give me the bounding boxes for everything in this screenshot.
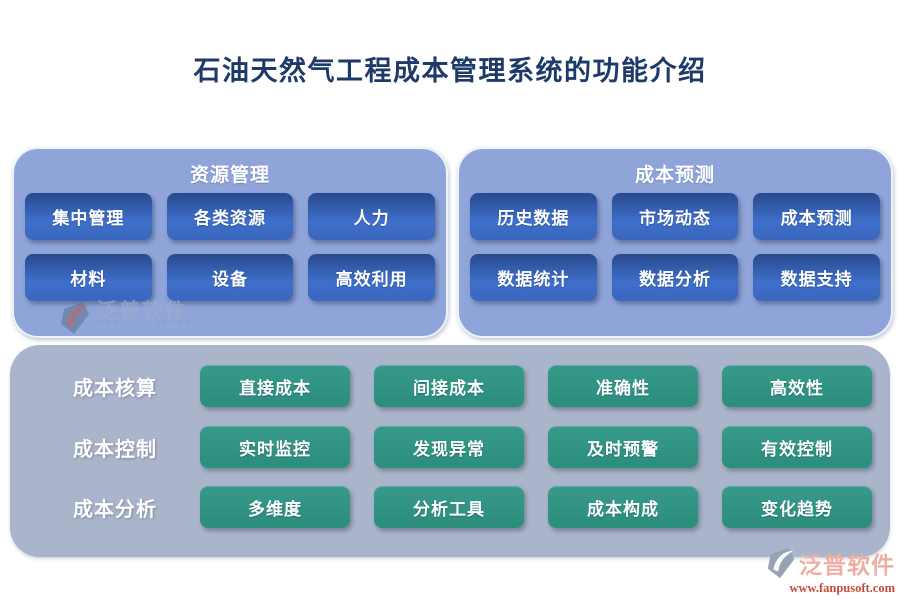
feature-box-manpower: 人力 bbox=[308, 193, 435, 240]
feature-box-efficient-use: 高效利用 bbox=[308, 254, 435, 301]
feature-box-direct-cost: 直接成本 bbox=[200, 365, 350, 407]
row-label-cost-control: 成本控制 bbox=[73, 438, 157, 461]
feature-box-market-trends: 市场动态 bbox=[611, 193, 739, 240]
page-title: 石油天然气工程成本管理系统的功能介绍 bbox=[193, 56, 707, 86]
fanpu-watermark-row: 泛普软件 bbox=[745, 546, 895, 580]
feature-box-efficiency: 高效性 bbox=[722, 365, 872, 407]
feature-box-cost-forecast: 成本预测 bbox=[753, 193, 880, 240]
feature-box-resource-types: 各类资源 bbox=[166, 193, 294, 240]
feature-box-data-statistics: 数据统计 bbox=[470, 254, 597, 301]
fanpu-watermark-corner: 泛普软件 www.fanpusoft.com bbox=[745, 546, 895, 596]
feature-box-cost-composition: 成本构成 bbox=[548, 486, 698, 528]
feature-box-historical-data: 历史数据 bbox=[470, 193, 597, 240]
fanpu-watermark-text: 泛普软件 FANPU SOFTWARE bbox=[96, 300, 196, 331]
panel-cost-forecast: 成本预测 历史数据 市场动态 成本预测 数据统计 数据分析 数据支持 bbox=[457, 147, 893, 338]
row-label-cost-analysis: 成本分析 bbox=[73, 498, 157, 521]
resource-button-grid: 集中管理 各类资源 人力 材料 设备 高效利用 bbox=[25, 193, 435, 301]
feature-box-data-analysis: 数据分析 bbox=[611, 254, 739, 301]
panel-resource-management: 资源管理 集中管理 各类资源 人力 材料 设备 高效利用 泛普软件 FANPU … bbox=[12, 147, 448, 338]
panel-cost-matrix: 成本核算 直接成本 间接成本 准确性 高效性 成本控制 实时监控 发现异常 及时… bbox=[10, 345, 890, 557]
panel-forecast-title: 成本预测 bbox=[634, 165, 715, 186]
matrix-row-cost-analysis: 成本分析 多维度 分析工具 成本构成 变化趋势 bbox=[10, 486, 872, 528]
panel-resource-title: 资源管理 bbox=[189, 165, 270, 186]
feature-box-materials: 材料 bbox=[25, 254, 152, 301]
fanpu-logo-icon bbox=[767, 547, 795, 579]
feature-box-change-trends: 变化趋势 bbox=[722, 486, 872, 528]
matrix-row-cost-accounting: 成本核算 直接成本 间接成本 准确性 高效性 bbox=[10, 365, 872, 407]
feature-box-timely-warning: 及时预警 bbox=[548, 426, 698, 468]
forecast-button-grid: 历史数据 市场动态 成本预测 数据统计 数据分析 数据支持 bbox=[470, 193, 880, 301]
feature-box-realtime-monitoring: 实时监控 bbox=[200, 426, 350, 468]
matrix-row-cost-control: 成本控制 实时监控 发现异常 及时预警 有效控制 bbox=[10, 426, 872, 468]
fanpu-brand-text: 泛普软件 bbox=[799, 552, 895, 578]
fanpu-url-text: www.fanpusoft.com bbox=[789, 581, 895, 595]
feature-box-indirect-cost: 间接成本 bbox=[374, 365, 524, 407]
feature-box-effective-control: 有效控制 bbox=[722, 426, 872, 468]
feature-box-multi-dimension: 多维度 bbox=[200, 486, 350, 528]
feature-box-data-support: 数据支持 bbox=[753, 254, 880, 301]
feature-box-accuracy: 准确性 bbox=[548, 365, 698, 407]
row-label-cost-accounting: 成本核算 bbox=[73, 377, 157, 400]
fanpu-watermark-panel: 泛普软件 FANPU SOFTWARE bbox=[60, 300, 196, 336]
fanpu-brand-caption: FANPU SOFTWARE bbox=[96, 324, 197, 331]
feature-box-equipment: 设备 bbox=[166, 254, 294, 301]
fanpu-brand-text: 泛普软件 bbox=[96, 300, 188, 323]
feature-box-anomaly-detection: 发现异常 bbox=[374, 426, 524, 468]
feature-box-analysis-tools: 分析工具 bbox=[374, 486, 524, 528]
fanpu-logo-icon bbox=[61, 302, 89, 334]
feature-box-centralized-management: 集中管理 bbox=[25, 193, 152, 240]
